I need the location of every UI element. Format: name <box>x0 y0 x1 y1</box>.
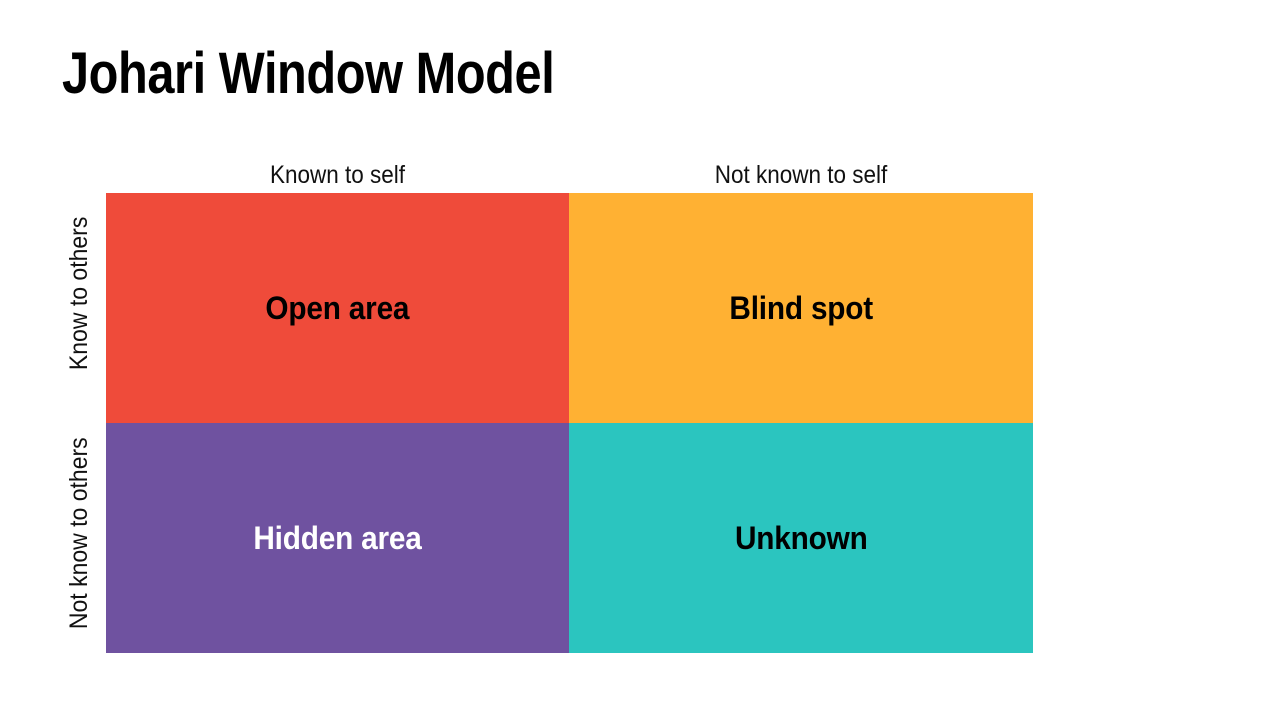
column-header-known-to-self: Known to self <box>269 161 406 189</box>
quadrant-label-open-area: Open area <box>265 289 410 326</box>
quadrant-label-hidden-area: Hidden area <box>253 519 422 556</box>
quadrant-label-blind-spot: Blind spot <box>729 289 873 326</box>
quadrant-blind-spot: Blind spot <box>569 193 1033 423</box>
column-header-not-known-to-self: Not known to self <box>714 161 888 189</box>
row-header-not-know-to-others: Not know to others <box>65 437 93 629</box>
page-title: Johari Window Model <box>62 41 555 106</box>
johari-window-grid: Open area Blind spot Hidden area Unknown <box>106 193 1033 653</box>
quadrant-unknown: Unknown <box>569 423 1033 653</box>
quadrant-label-unknown: Unknown <box>734 519 868 556</box>
row-header-know-to-others-container: Know to others <box>0 193 104 423</box>
row-header-not-know-to-others-container: Not know to others <box>0 423 104 653</box>
row-header-know-to-others: Know to others <box>65 216 93 370</box>
quadrant-open-area: Open area <box>106 193 569 423</box>
quadrant-hidden-area: Hidden area <box>106 423 569 653</box>
